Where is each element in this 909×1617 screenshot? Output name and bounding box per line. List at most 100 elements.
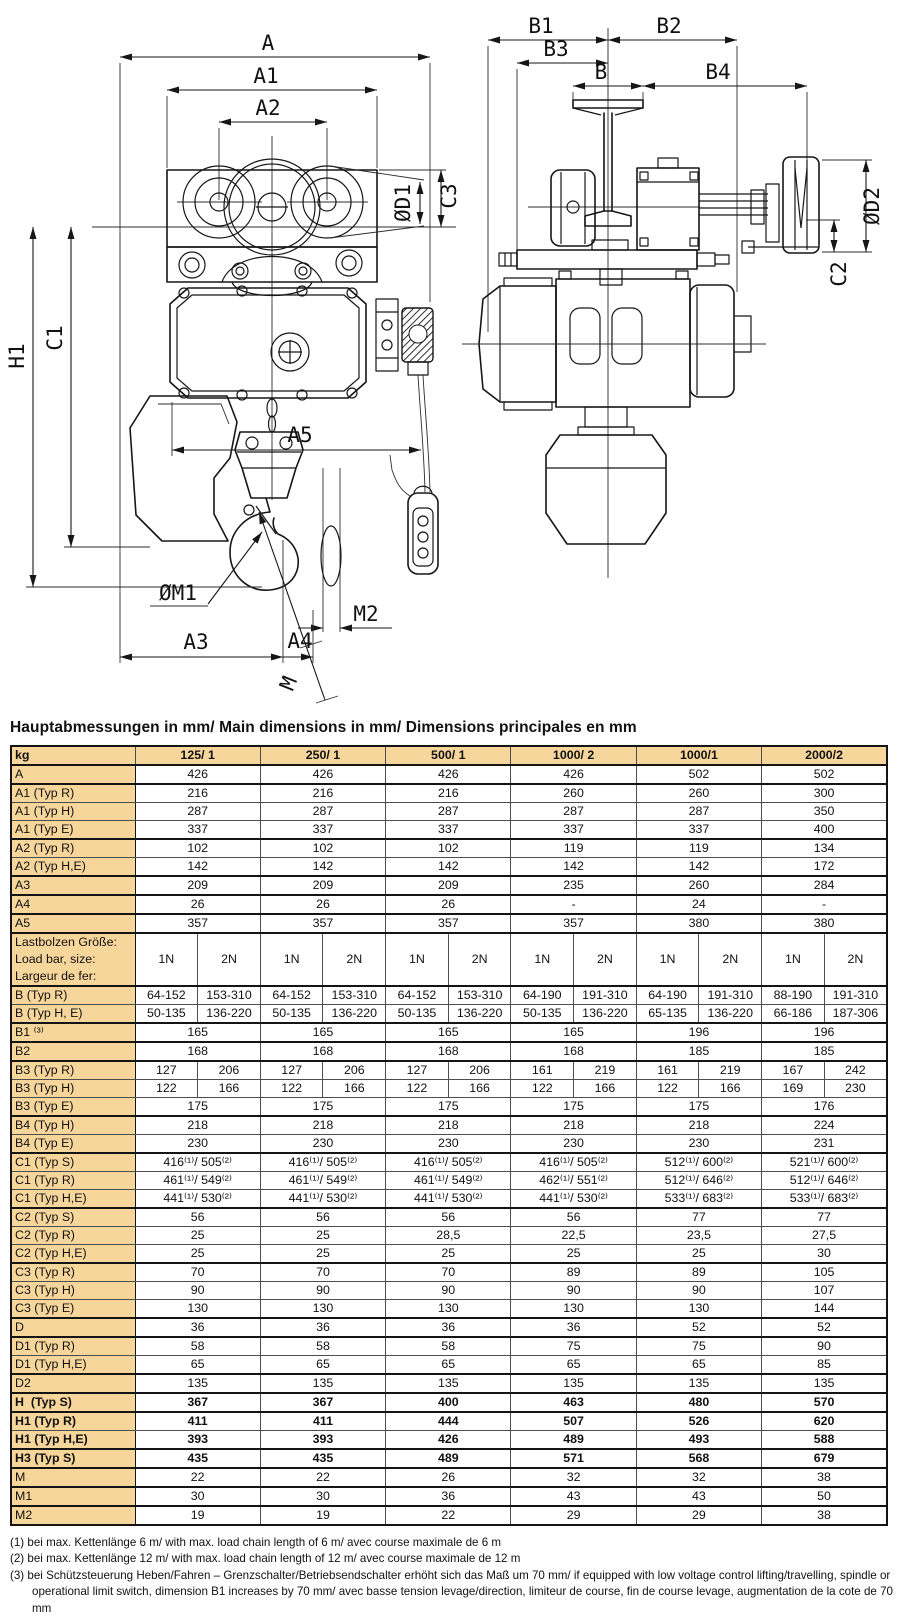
row-label: C1 (Typ H,E) [10, 1189, 136, 1209]
value-cell: 127 [259, 1060, 324, 1080]
value-cell: 165 [510, 1022, 637, 1043]
value-cell: 230 [635, 1134, 763, 1154]
header-kg: kg [10, 745, 136, 766]
value-cell: 489 [510, 1430, 637, 1450]
row-label: C1 (Typ R) [10, 1171, 136, 1190]
row-label: C2 (Typ H,E) [10, 1244, 136, 1264]
value-cell: 135 [134, 1373, 261, 1394]
value-cell: 426 [385, 1430, 512, 1450]
value-cell: 135 [635, 1373, 763, 1394]
dim-label-m: M [275, 673, 302, 694]
value-cell: 426 [385, 764, 512, 785]
value-cell: 168 [510, 1041, 637, 1062]
row-label: M2 [10, 1505, 136, 1526]
value-cell: - [510, 894, 637, 915]
value-cell: 416⁽¹⁾/ 505⁽²⁾ [385, 1152, 512, 1172]
value-cell: 90 [510, 1281, 637, 1300]
value-cell: 166 [447, 1079, 512, 1098]
value-cell: 26 [385, 894, 512, 915]
value-cell: 38 [761, 1467, 888, 1488]
footnote: (1) bei max. Kettenlänge 6 m/ with max. … [10, 1536, 502, 1549]
value-cell: 185 [761, 1041, 888, 1062]
dim-label-a4: A4 [287, 629, 312, 653]
value-cell: 85 [761, 1355, 888, 1375]
value-cell: 216 [385, 783, 512, 803]
value-cell: 287 [635, 802, 763, 821]
value-cell: 28,5 [385, 1226, 512, 1245]
dim-label-b1: B1 [528, 14, 553, 38]
value-cell: 135 [761, 1373, 888, 1394]
dim-label-m2: M2 [353, 602, 378, 626]
value-cell: 105 [761, 1262, 888, 1282]
value-cell: 22 [385, 1505, 512, 1526]
value-cell: 679 [761, 1448, 888, 1469]
table-row: C1 (Typ S)416⁽¹⁾/ 505⁽²⁾416⁽¹⁾/ 505⁽²⁾41… [10, 1152, 888, 1172]
value-cell: 142 [635, 857, 763, 877]
row-label: A2 (Typ H,E) [10, 857, 136, 877]
header-row: kg 125/ 1 250/ 1 500/ 1 1000/ 2 1000/1 2… [10, 745, 888, 766]
value-cell: 337 [259, 820, 387, 840]
value-cell: 218 [385, 1115, 512, 1135]
value-cell: 196 [761, 1022, 888, 1043]
value-cell: 218 [635, 1115, 763, 1135]
value-cell: 166 [573, 1079, 637, 1098]
value-cell: 142 [259, 857, 387, 877]
dim-label-m1: ØM1 [159, 581, 197, 605]
footnotes: (1) bei max. Kettenlänge 6 m/ with max. … [10, 1535, 899, 1617]
value-cell: 122 [510, 1079, 575, 1098]
value-cell: 521⁽¹⁾/ 600⁽²⁾ [761, 1152, 888, 1172]
value-cell: 30 [761, 1244, 888, 1264]
value-cell: 571 [510, 1448, 637, 1469]
dim-label-a1: A1 [253, 64, 278, 88]
value-cell: 24 [635, 894, 763, 915]
value-cell: 2N [823, 932, 888, 987]
row-label: B3 (Typ H) [10, 1079, 136, 1098]
value-cell: 230 [510, 1134, 637, 1154]
value-cell: 416⁽¹⁾/ 505⁽²⁾ [259, 1152, 387, 1172]
value-cell: 172 [761, 857, 888, 877]
value-cell: 620 [761, 1411, 888, 1431]
value-cell: 56 [134, 1207, 261, 1227]
value-cell: 357 [385, 913, 512, 934]
value-cell: 29 [510, 1505, 637, 1526]
value-cell: 90 [635, 1281, 763, 1300]
row-label: M1 [10, 1486, 136, 1507]
value-cell: 570 [761, 1392, 888, 1413]
value-cell: 2N [197, 932, 261, 987]
header-col: 1000/1 [635, 745, 763, 766]
value-cell: 25 [259, 1244, 387, 1264]
value-cell: 400 [761, 820, 888, 840]
value-cell: 218 [134, 1115, 261, 1135]
value-cell: 284 [761, 875, 888, 896]
value-cell: 65 [635, 1355, 763, 1375]
value-cell: 90 [134, 1281, 261, 1300]
value-cell: 136-220 [447, 1004, 512, 1024]
value-cell: 127 [134, 1060, 199, 1080]
value-cell: 209 [134, 875, 261, 896]
value-cell: 36 [385, 1317, 512, 1338]
row-label: H (Typ S) [10, 1392, 136, 1413]
value-cell: 441⁽¹⁾/ 530⁽²⁾ [385, 1189, 512, 1209]
value-cell: 461⁽¹⁾/ 549⁽²⁾ [134, 1171, 261, 1190]
value-cell: 119 [510, 838, 637, 858]
header-col: 125/ 1 [134, 745, 261, 766]
value-cell: 135 [385, 1373, 512, 1394]
value-cell: 502 [761, 764, 888, 785]
row-label: A1 (Typ H) [10, 802, 136, 821]
value-cell: 136-220 [698, 1004, 763, 1024]
value-cell: 463 [510, 1392, 637, 1413]
value-cell: 2N [698, 932, 763, 987]
value-cell: 19 [259, 1505, 387, 1526]
